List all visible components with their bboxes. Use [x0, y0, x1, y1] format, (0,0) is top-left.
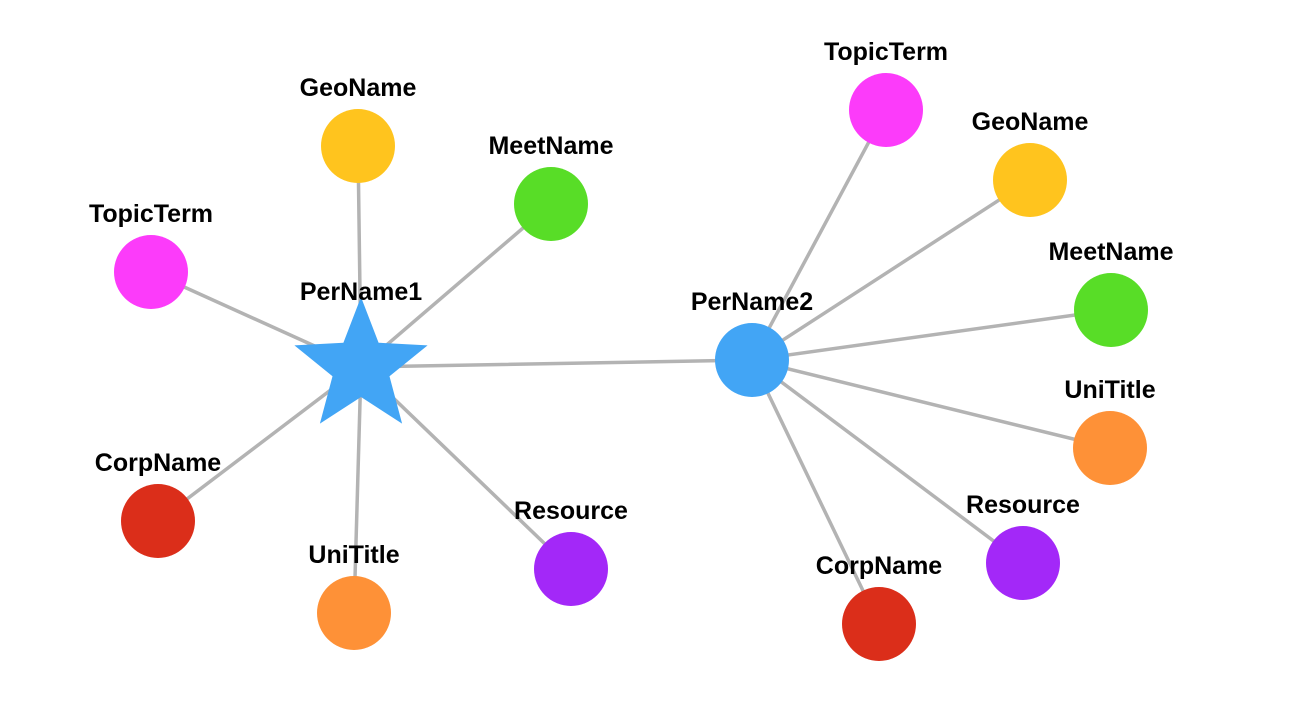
geoname-node-label: GeoName [300, 74, 417, 102]
topicterm-node[interactable] [849, 73, 923, 147]
resource-node-label: Resource [966, 491, 1080, 519]
edge-pername1-to-pername1-corpname [156, 365, 363, 523]
pername-node-label: PerName1 [300, 278, 422, 306]
corpname-node-label: CorpName [95, 449, 222, 477]
pername-node-label: PerName2 [691, 288, 813, 316]
edge-pername2-to-pername2-resource [750, 358, 1025, 565]
unititle-node-label: UniTitle [1064, 376, 1155, 404]
resource-node[interactable] [986, 526, 1060, 600]
unititle-node[interactable] [317, 576, 391, 650]
meetname-node[interactable] [1074, 273, 1148, 347]
edge-pername1-to-pername1-resource [359, 365, 573, 571]
topicterm-node-label: TopicTerm [89, 200, 213, 228]
unititle-node-label: UniTitle [308, 541, 399, 569]
topicterm-node-label: TopicTerm [824, 38, 948, 66]
geoname-node[interactable] [993, 143, 1067, 217]
pername-node[interactable] [715, 323, 789, 397]
edge-pername2-to-pername2-unititle [750, 358, 1112, 450]
edge-pername2-to-pername2-corpname [750, 358, 881, 626]
meetname-node-label: MeetName [1048, 238, 1173, 266]
resource-node-label: Resource [514, 497, 628, 525]
corpname-node-label: CorpName [816, 552, 943, 580]
meetname-node[interactable] [514, 167, 588, 241]
corpname-node[interactable] [121, 484, 195, 558]
meetname-node-label: MeetName [488, 132, 613, 160]
edge-pername1-to-pername1-unititle [352, 365, 363, 615]
edge-pername2-to-pername2-geoname [750, 178, 1032, 362]
edge-pername1-to-pername1-meetname [359, 202, 553, 369]
geoname-node[interactable] [321, 109, 395, 183]
edge-pername2-to-pername2-meetname [750, 308, 1113, 362]
geoname-node-label: GeoName [972, 108, 1089, 136]
nodes-layer [114, 73, 1148, 661]
labels-layer: PerName1GeoNameMeetNameTopicTermCorpName… [89, 38, 1174, 580]
edges-layer [149, 108, 1113, 626]
edge-pername2-to-pername2-topicterm [750, 108, 888, 362]
corpname-node[interactable] [842, 587, 916, 661]
edge-pername1-to-pername2 [359, 358, 754, 369]
pername-star-node[interactable] [294, 297, 428, 424]
topicterm-node[interactable] [114, 235, 188, 309]
resource-node[interactable] [534, 532, 608, 606]
unititle-node[interactable] [1073, 411, 1147, 485]
